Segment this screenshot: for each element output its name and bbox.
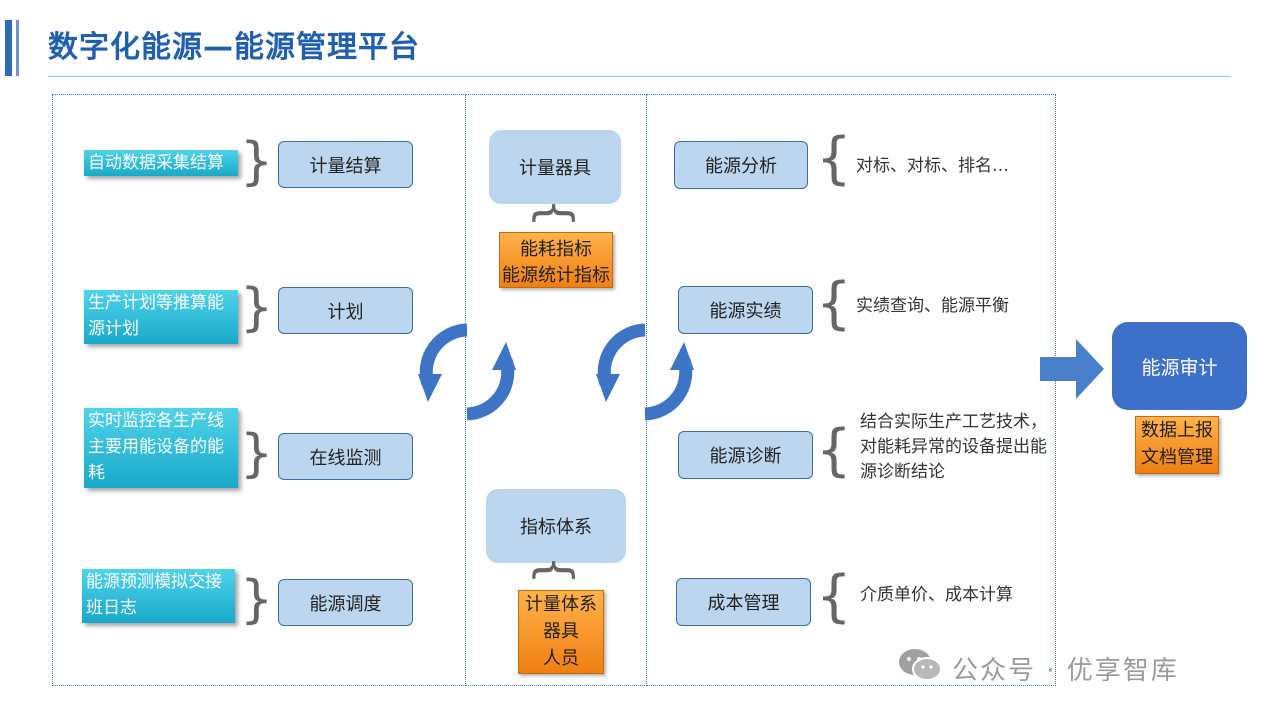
metering-system-line-2: 器具 <box>543 621 579 642</box>
right-box-1: 能源分析 <box>674 141 808 189</box>
title-accent-bar <box>5 20 12 76</box>
right-desc-3: 结合实际生产工艺技术，对能耗异常的设备提出能源诊断结论 <box>860 412 1047 482</box>
right-box-3: 能源诊断 <box>678 431 813 479</box>
energy-indicator-line-2: 能源统计指标 <box>502 265 610 286</box>
right-brace-4: { <box>816 564 852 629</box>
audit-orange-line-2: 文档管理 <box>1141 447 1213 468</box>
middle-brace-top: { <box>528 198 583 228</box>
left-tag-1: 自动数据采集结算 <box>84 150 238 176</box>
cycle-arrows-right <box>596 323 694 421</box>
audit-orange-line-1: 数据上报 <box>1141 420 1213 441</box>
left-tag-2: 生产计划等推算能源计划 <box>84 290 238 344</box>
right-panel <box>646 94 1056 686</box>
right-box-4: 成本管理 <box>676 578 811 626</box>
watermark-text: 公众号 · 优享智库 <box>952 656 1179 686</box>
metering-system-line-1: 计量体系 <box>525 594 597 615</box>
right-desc-4: 介质单价、成本计算 <box>860 585 1013 605</box>
cycle-arrows-left <box>418 323 516 421</box>
right-brace-2: { <box>816 271 852 336</box>
title-underline <box>48 76 1230 77</box>
wechat-icon <box>899 649 942 681</box>
left-tag-4: 能源预测模拟交接班日志 <box>82 569 235 623</box>
arrow-to-audit <box>1040 339 1104 399</box>
audit-orange-box: 数据上报 文档管理 <box>1135 416 1219 474</box>
indicator-system-box: 指标体系 <box>486 489 626 563</box>
right-desc-1: 对标、对标、排名… <box>856 156 1009 176</box>
left-brace-1: } <box>240 132 274 192</box>
left-box-2: 计划 <box>278 287 413 334</box>
left-box-1: 计量结算 <box>278 141 413 188</box>
left-tag-3: 实时监控各生产线主要用能设备的能耗 <box>84 408 238 488</box>
right-brace-3: { <box>816 418 852 483</box>
energy-audit-box: 能源审计 <box>1112 322 1247 410</box>
energy-indicator-box: 能耗指标 能源统计指标 <box>499 232 613 288</box>
right-desc-2: 实绩查询、能源平衡 <box>856 296 1009 316</box>
energy-indicator-line-1: 能耗指标 <box>520 239 592 260</box>
left-box-3: 在线监测 <box>278 433 413 480</box>
metering-system-box: 计量体系 器具 人员 <box>518 590 604 674</box>
right-box-2: 能源实绩 <box>678 286 813 334</box>
title-accent-bar-thin <box>16 20 19 76</box>
left-brace-4: } <box>240 570 274 630</box>
left-brace-3: } <box>240 424 274 484</box>
left-box-4: 能源调度 <box>278 579 413 626</box>
metering-system-line-3: 人员 <box>543 648 579 669</box>
left-brace-2: } <box>240 278 274 338</box>
page-title: 数字化能源—能源管理平台 <box>48 30 420 65</box>
metering-instruments-box: 计量器具 <box>489 130 621 204</box>
middle-brace-bottom: { <box>528 555 583 585</box>
right-brace-1: { <box>816 126 852 191</box>
